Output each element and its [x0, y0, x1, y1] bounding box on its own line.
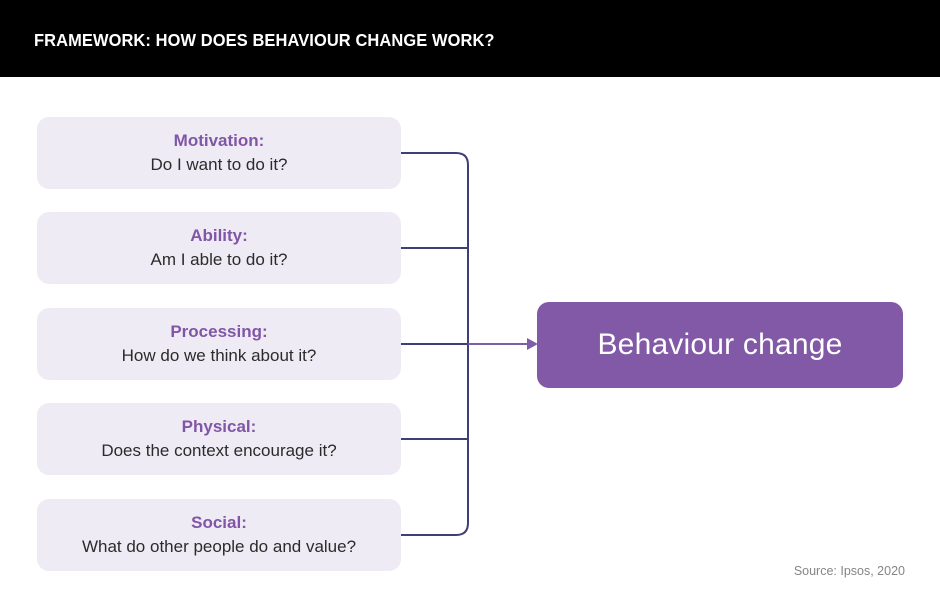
connector-social — [401, 343, 469, 536]
source-note: Source: Ipsos, 2020 — [793, 564, 905, 578]
framework-diagram: Motivation: Do I want to do it? Ability:… — [0, 77, 940, 608]
factor-question: Am I able to do it? — [150, 250, 288, 269]
factor-box-ability[interactable]: Ability: Am I able to do it? — [37, 212, 401, 284]
factor-box-processing[interactable]: Processing: How do we think about it? — [37, 308, 401, 380]
factor-box-motivation[interactable]: Motivation: Do I want to do it? — [37, 117, 401, 189]
factor-box-social[interactable]: Social: What do other people do and valu… — [37, 499, 401, 571]
factor-label: Ability: — [190, 226, 248, 245]
factor-question: What do other people do and value? — [81, 537, 357, 556]
outcome-box-behaviour-change[interactable]: Behaviour change — [537, 302, 903, 388]
factor-label: Physical: — [181, 417, 257, 436]
connector-lines — [401, 152, 538, 536]
header-band: FRAMEWORK: HOW DOES BEHAVIOUR CHANGE WOR… — [0, 0, 940, 77]
factor-question: Do I want to do it? — [150, 155, 288, 174]
arrow-head-icon — [527, 338, 538, 350]
outcome-label: Behaviour change — [597, 328, 843, 361]
page-title: FRAMEWORK: HOW DOES BEHAVIOUR CHANGE WOR… — [34, 30, 495, 50]
factor-label: Processing: — [170, 322, 268, 341]
factor-box-physical[interactable]: Physical: Does the context encourage it? — [37, 403, 401, 475]
factor-question: Does the context encourage it? — [101, 441, 337, 460]
connector-motivation — [401, 152, 469, 345]
factor-label: Social: — [191, 513, 247, 532]
factor-label: Motivation: — [173, 131, 265, 150]
factor-question: How do we think about it? — [121, 346, 317, 365]
